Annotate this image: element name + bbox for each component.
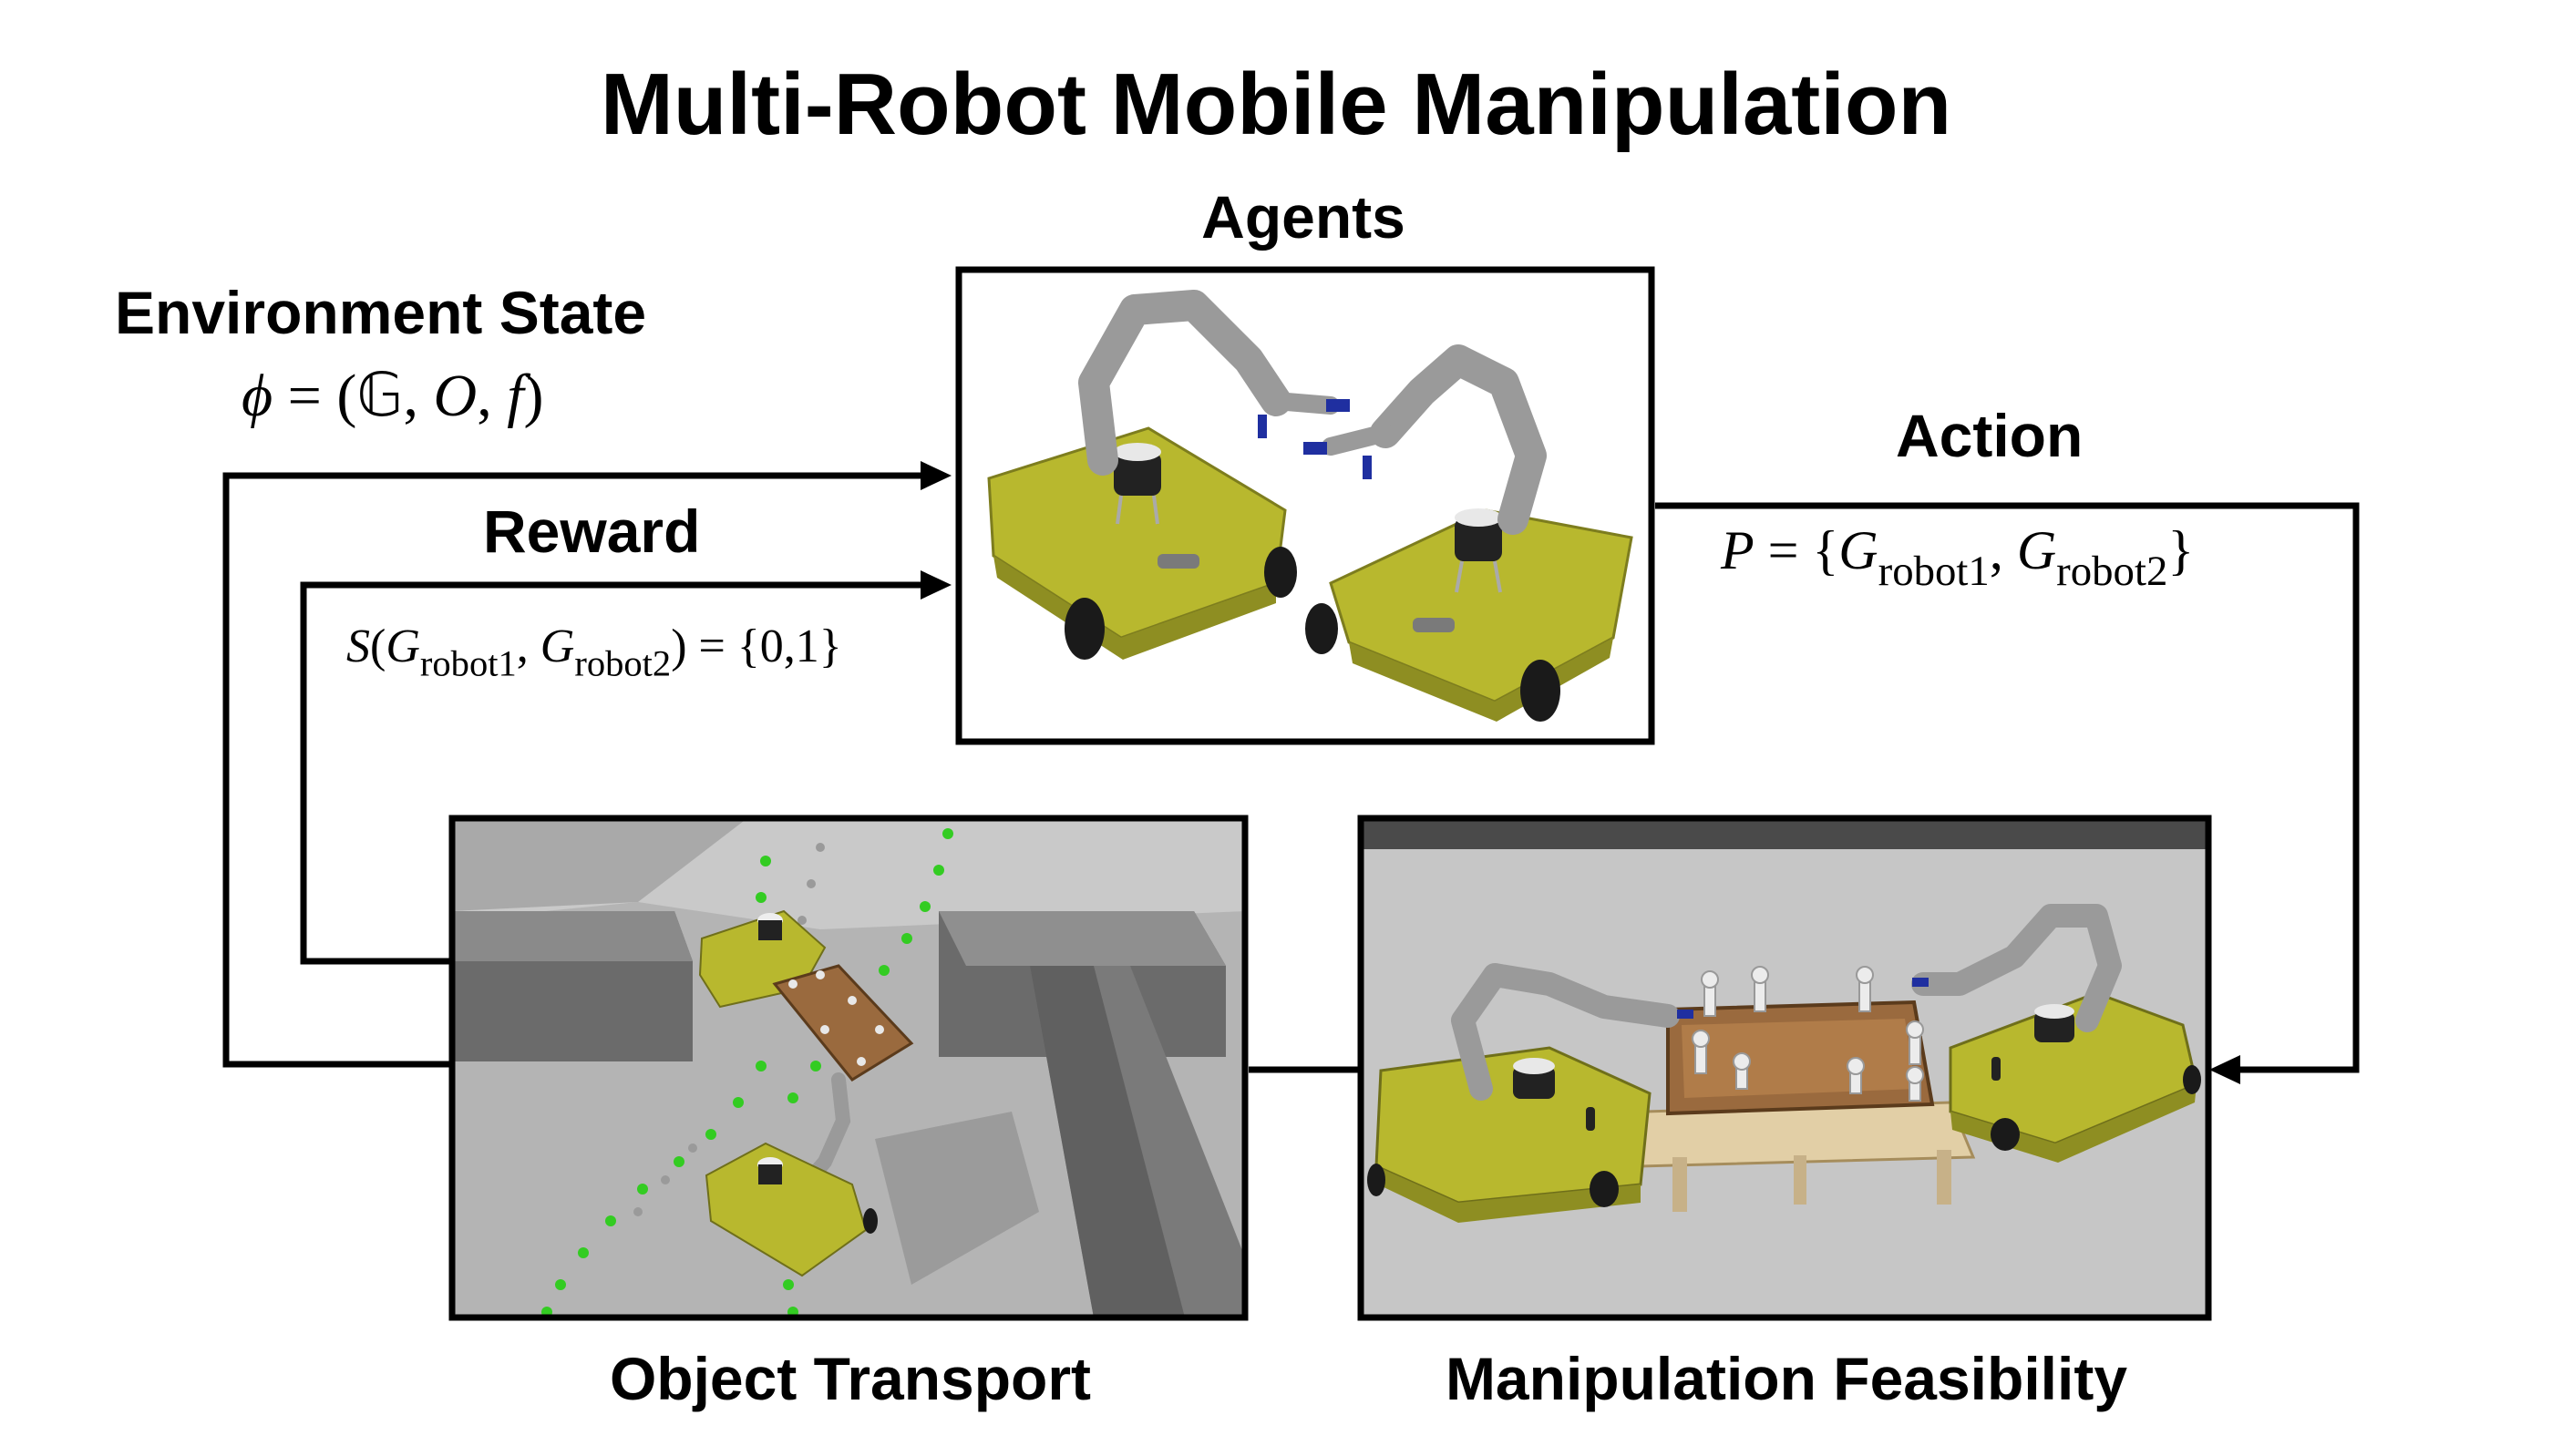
wheel-icon <box>1590 1171 1619 1207</box>
formula-open: ( <box>370 620 386 672</box>
subscript-robot1: robot1 <box>419 642 517 684</box>
feasibility-robot-right-arm <box>1911 904 2122 1032</box>
wheel-icon <box>1065 598 1105 660</box>
robot-left-arm <box>1078 290 1291 476</box>
lidar-sensor-icon <box>1114 443 1161 525</box>
transport-robot-bottom <box>705 1142 878 1277</box>
diagram-title: Multi-Robot Mobile Manipulation <box>600 56 1952 153</box>
object-symbol: O <box>433 363 478 429</box>
grasp-symbol-2: G <box>540 620 575 672</box>
phi-symbol: ϕ <box>242 363 273 429</box>
wheel-icon <box>1520 660 1560 722</box>
gripper-icon <box>1326 399 1350 412</box>
wheel-icon <box>1264 547 1297 598</box>
feasibility-robot-left <box>1367 963 1693 1223</box>
work-table <box>1639 966 1976 1212</box>
wall-block-left <box>452 911 693 1061</box>
action-formula: P = {Grobot1, Grobot2} <box>1721 519 2195 592</box>
carried-table <box>772 964 914 1082</box>
connectors <box>222 461 2360 1084</box>
environment-state-label: Environment State <box>115 279 647 346</box>
wall-block-t <box>939 911 1245 1318</box>
lidar-sensor-icon <box>2034 1004 2074 1042</box>
action-label: Action <box>1896 402 2084 469</box>
robot-left <box>987 290 1350 660</box>
environment-state-formula: ϕ = (𝔾, O, f) <box>242 360 544 431</box>
lidar-sensor-icon <box>1513 1058 1555 1099</box>
formula-eq: = { <box>1754 520 1839 580</box>
wheel-icon <box>2183 1065 2201 1094</box>
object-transport-panel <box>448 815 1249 1321</box>
environment-state-arrowhead <box>921 461 952 490</box>
reward-arrowhead <box>921 570 952 600</box>
subscript-robot2: robot2 <box>574 642 672 684</box>
formula-comma: , <box>1989 520 2017 580</box>
gripper-icon <box>1677 1010 1693 1019</box>
score-symbol: S <box>346 620 370 672</box>
formula-close: ) <box>523 363 544 429</box>
tray-pegs <box>1692 966 1924 1102</box>
object-transport-label: Object Transport <box>609 1345 1092 1412</box>
subscript-robot1: robot1 <box>1878 547 1990 595</box>
grasp-symbol-1: G <box>386 620 420 672</box>
formula-comma: , <box>516 620 540 672</box>
environment-state-arrow <box>222 472 939 1068</box>
function-symbol: f <box>507 363 524 429</box>
robot-right-arm <box>1370 344 1547 535</box>
grasp-symbol-1: G <box>1838 520 1878 580</box>
action-arrowhead <box>2209 1055 2240 1084</box>
manipulation-feasibility-panel <box>1357 815 2212 1321</box>
grasp-symbol-2: G <box>2016 520 2057 580</box>
gripper-icon <box>1303 442 1327 455</box>
lidar-sensor-icon <box>1455 508 1502 593</box>
gripper-icon <box>1912 978 1929 987</box>
robot-right <box>1303 344 1633 722</box>
reward-formula: S(Grobot1, Grobot2) = {0,1} <box>346 620 842 682</box>
wheel-icon <box>1367 1164 1385 1196</box>
agents-panel <box>955 266 1655 745</box>
action-arrow <box>1655 502 2360 1073</box>
manipulation-feasibility-label: Manipulation Feasibility <box>1445 1345 2128 1412</box>
wheel-icon <box>1305 603 1338 654</box>
formula-close: } <box>2167 520 2195 580</box>
reward-label: Reward <box>483 497 701 565</box>
action-symbol: P <box>1721 520 1754 580</box>
subscript-robot2: robot2 <box>2056 547 2168 595</box>
graph-symbol: 𝔾 <box>356 363 404 429</box>
agents-label: Agents <box>1201 183 1405 251</box>
feasibility-robot-left-arm <box>1451 963 1680 1101</box>
formula-comma: , <box>477 363 508 429</box>
feasibility-robot-right <box>1911 904 2201 1163</box>
formula-comma: , <box>403 363 434 429</box>
formula-eq: = ( <box>273 363 357 429</box>
wheel-icon <box>1991 1118 2020 1151</box>
reward-arrow <box>300 581 939 965</box>
formula-rest: ) = {0,1} <box>671 620 842 672</box>
